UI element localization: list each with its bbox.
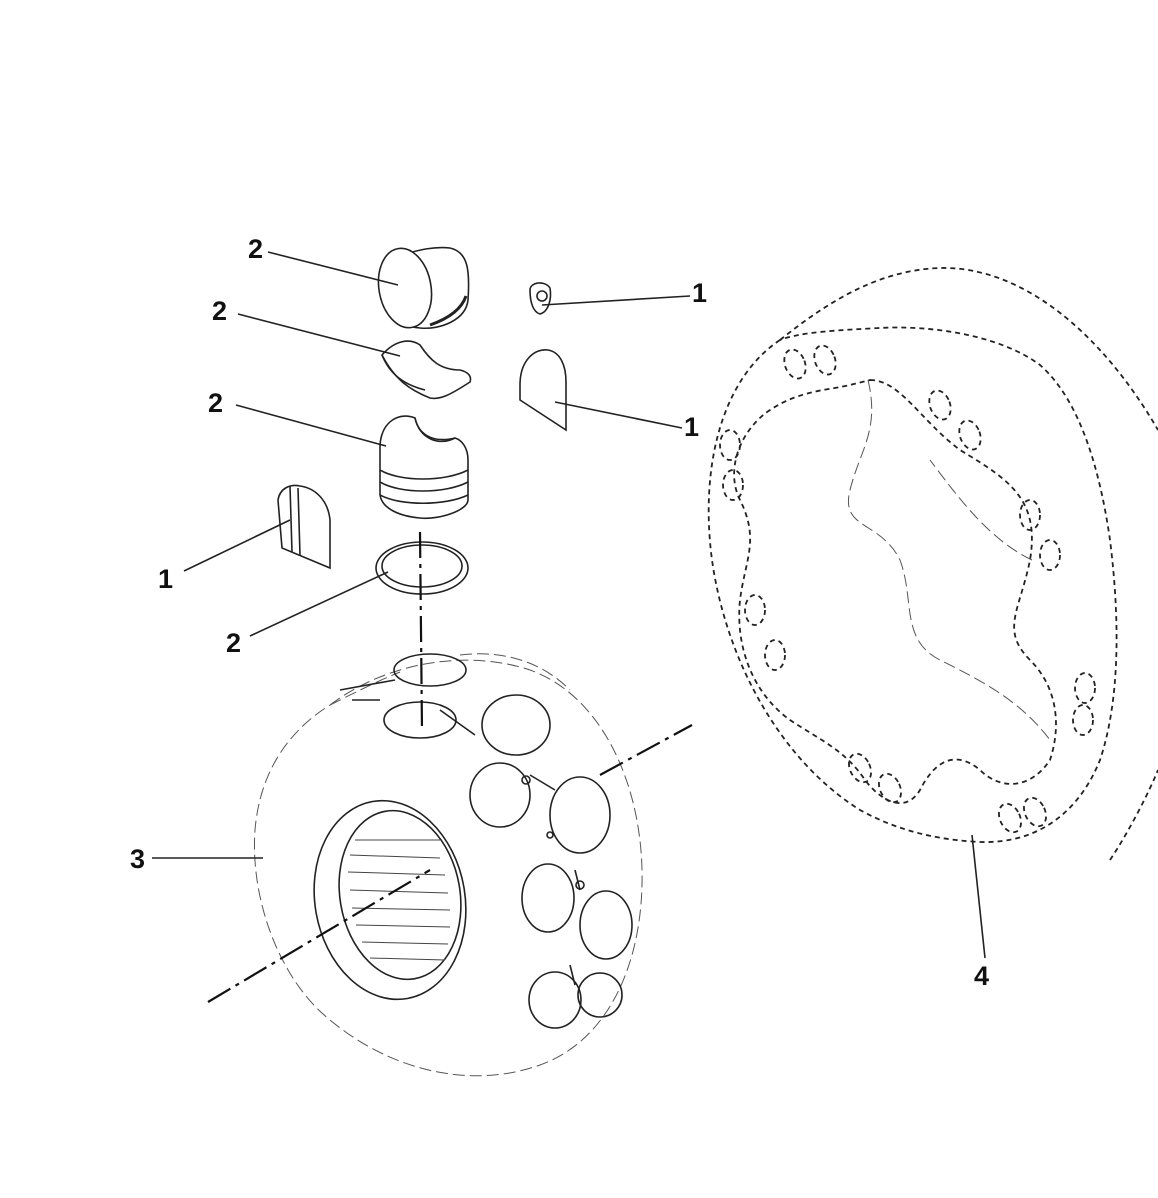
callout-4-stator: 4 — [974, 961, 989, 991]
part-2-shoe — [381, 340, 472, 400]
callout-2-ring: 2 — [226, 628, 241, 658]
callout-1-vane-right: 1 — [684, 412, 699, 442]
callout-2-roller: 2 — [248, 234, 263, 264]
part-1-vane-right — [519, 349, 567, 432]
callout-labels: 2 2 2 1 1 1 2 3 4 — [130, 234, 989, 991]
part-3-rotor-block — [253, 653, 643, 1077]
callout-2-piston: 2 — [208, 388, 223, 418]
part-2-ring — [375, 541, 469, 595]
callout-1-pin: 1 — [692, 278, 707, 308]
leader-lines — [152, 251, 986, 959]
part-2-roller — [377, 246, 470, 330]
callout-2-shoe: 2 — [212, 296, 227, 326]
part-4-stator-ring — [707, 267, 1158, 861]
center-lines — [207, 531, 693, 1003]
callout-3-rotor: 3 — [130, 844, 145, 874]
callout-1-vane-left: 1 — [158, 564, 173, 594]
part-1-pin — [529, 282, 552, 315]
part-1-vane-left — [277, 484, 331, 570]
bore-splines — [347, 839, 451, 961]
part-2-piston — [379, 415, 469, 520]
